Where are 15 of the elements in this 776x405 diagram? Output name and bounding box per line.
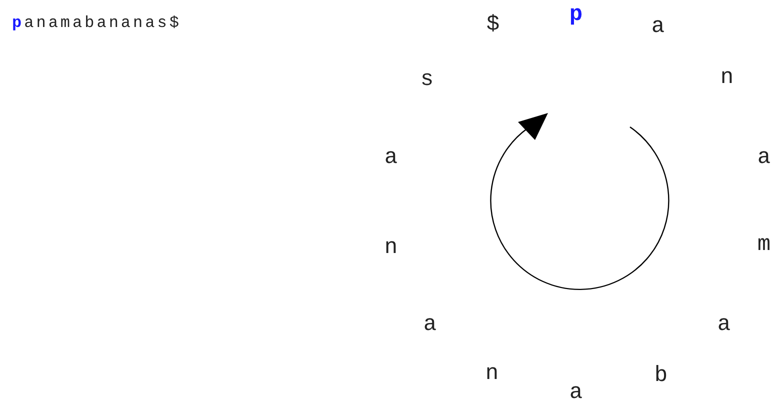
circular-letter: n <box>485 363 499 385</box>
circular-letter: a <box>423 314 437 336</box>
circular-letter: a <box>384 147 398 169</box>
circular-letter: a <box>569 382 583 404</box>
circular-letter: n <box>720 67 734 89</box>
circular-letter: a <box>757 147 771 169</box>
circular-letter: a <box>651 16 665 38</box>
circular-letter: b <box>654 365 668 387</box>
circular-letter: p <box>569 4 583 26</box>
sequence-string: panamabananas$ <box>12 14 182 32</box>
circular-letter: s <box>420 69 434 91</box>
circular-letter: a <box>717 314 731 336</box>
circular-letter: $ <box>486 14 500 36</box>
circular-letter: m <box>757 234 771 256</box>
circular-letter: n <box>384 237 398 259</box>
